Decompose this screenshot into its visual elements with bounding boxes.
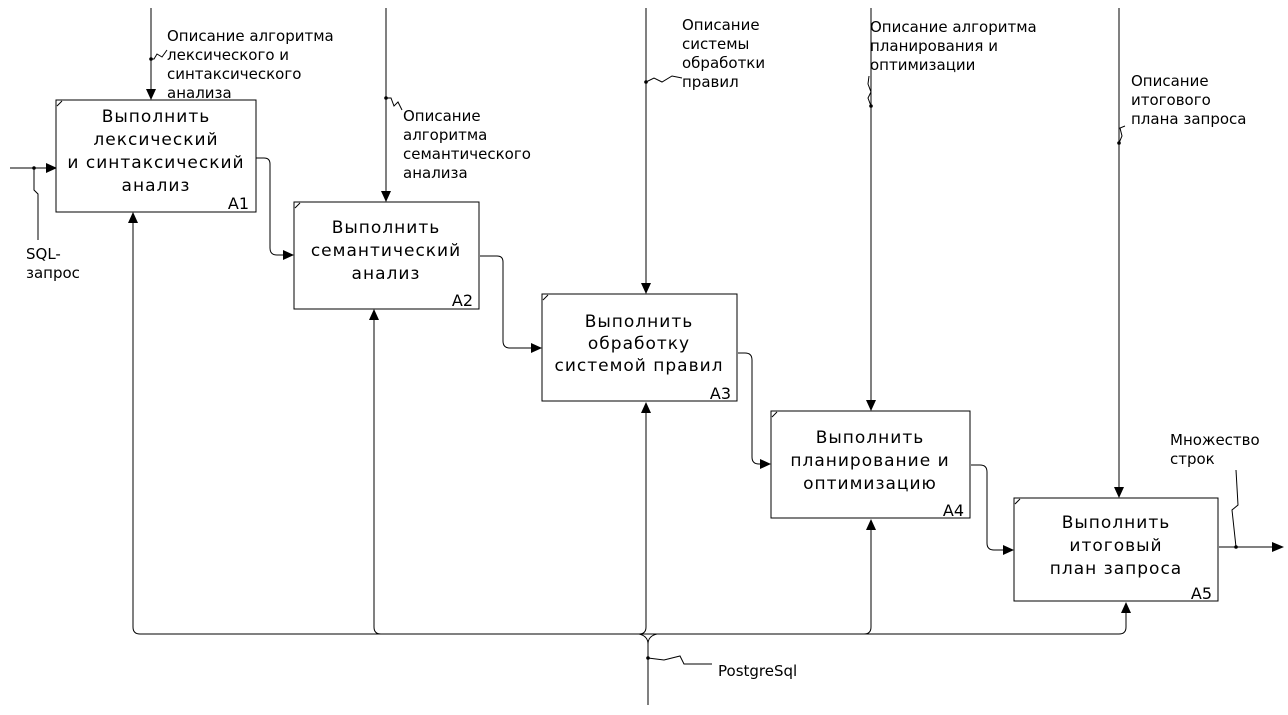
box-a2-line-1: Выполнить <box>332 218 441 238</box>
label-control-a2-line-1: Описание <box>403 107 481 125</box>
box-a5-line-2: итоговый <box>1069 536 1162 556</box>
svg-text:A5: A5 <box>1191 584 1212 603</box>
box-a4: Выполнить планирование и оптимизацию A4 <box>770 410 971 520</box>
mechanism-stem <box>638 633 649 705</box>
svg-text:обработку: обработку <box>588 334 690 354</box>
svg-text:оптимизацию: оптимизацию <box>803 474 937 494</box>
svg-text:A1: A1 <box>228 194 249 213</box>
svg-text:план запроса: план запроса <box>1050 559 1182 579</box>
mechanism-bus <box>132 220 1127 635</box>
box-a5: Выполнить итоговый план запроса A5 <box>1013 497 1219 603</box>
box-a4-line-2: планирование и <box>790 451 949 471</box>
label-control-a5: Описание итогового плана запроса <box>1131 72 1246 128</box>
box-a4-line-1: Выполнить <box>816 428 925 448</box>
label-control-a2-line-4: анализа <box>403 164 468 182</box>
svg-text:планирование и: планирование и <box>790 451 949 471</box>
box-a4-line-3: оптимизацию <box>803 474 937 494</box>
flow-a3-a4 <box>738 352 763 465</box>
box-a1-line-2: лексический <box>93 130 218 150</box>
label-control-a4-line-1: Описание алгоритма <box>870 18 1037 36</box>
label-control-a1-line-3: синтаксического <box>167 65 301 83</box>
svg-text:Выполнить: Выполнить <box>1062 513 1171 533</box>
svg-text:Выполнить: Выполнить <box>816 428 925 448</box>
box-a3-line-2: обработку <box>588 334 690 354</box>
label-control-a5-line-3: плана запроса <box>1131 110 1246 128</box>
svg-text:Выполнить: Выполнить <box>585 312 694 332</box>
flow-a1-a2 <box>256 157 286 256</box>
svg-text:Выполнить: Выполнить <box>102 107 211 127</box>
label-output-line-2: строк <box>1170 450 1215 468</box>
label-input-sql: SQL- запрос <box>26 245 80 282</box>
label-control-a3-line-3: обработки <box>682 54 765 72</box>
box-a1-id: A1 <box>228 194 249 213</box>
input-squiggle <box>33 168 39 240</box>
box-a2-line-3: анализ <box>352 264 421 284</box>
label-control-a4-line-3: оптимизации <box>870 56 975 74</box>
label-input-sql-line-1: SQL- <box>26 245 61 263</box>
flow-a2-a3 <box>480 255 534 349</box>
label-output-line-1: Множество <box>1170 431 1260 449</box>
label-control-a1-line-1: Описание алгоритма <box>167 27 334 45</box>
label-control-a2-line-2: алгоритма <box>403 126 487 144</box>
label-control-a3-line-1: Описание <box>682 16 760 34</box>
label-mechanism: PostgreSql <box>718 662 797 680</box>
box-a5-id: A5 <box>1191 584 1212 603</box>
box-a5-line-1: Выполнить <box>1062 513 1171 533</box>
box-a4-id: A4 <box>943 501 964 520</box>
label-control-a1-line-2: лексического и <box>167 46 289 64</box>
label-control-a2-line-3: семантического <box>403 145 531 163</box>
svg-text:A3: A3 <box>710 384 731 403</box>
box-a1-line-1: Выполнить <box>102 107 211 127</box>
label-mechanism-line-1: PostgreSql <box>718 662 797 680</box>
box-a2-id: A2 <box>452 291 473 310</box>
label-control-a2: Описание алгоритма семантического анализ… <box>403 107 531 182</box>
label-output: Множество строк <box>1170 431 1260 468</box>
label-control-a1: Описание алгоритма лексического и синтак… <box>167 27 334 102</box>
output-arrowhead <box>1272 542 1284 552</box>
svg-text:лексический: лексический <box>93 130 218 150</box>
label-input-sql-line-2: запрос <box>26 264 80 282</box>
svg-text:A4: A4 <box>943 501 964 520</box>
box-a5-line-3: план запроса <box>1050 559 1182 579</box>
label-control-a1-line-4: анализа <box>167 84 232 102</box>
flow-a4-a5 <box>971 464 1006 551</box>
svg-text:анализ: анализ <box>122 176 191 196</box>
box-a3: Выполнить обработку системой правил A3 <box>541 293 738 403</box>
input-arrowhead <box>46 163 57 173</box>
svg-text:итоговый: итоговый <box>1069 536 1162 556</box>
box-a1-line-3: и синтаксический <box>67 153 244 173</box>
box-a2: Выполнить семантический анализ A2 <box>293 201 480 310</box>
svg-text:Выполнить: Выполнить <box>332 218 441 238</box>
svg-text:семантический: семантический <box>311 241 461 261</box>
svg-text:анализ: анализ <box>352 264 421 284</box>
label-control-a4: Описание алгоритма планирования и оптими… <box>870 18 1037 74</box>
svg-text:A2: A2 <box>452 291 473 310</box>
label-control-a5-line-2: итогового <box>1131 91 1211 109</box>
box-a3-line-3: системой правил <box>554 356 723 376</box>
svg-text:и синтаксический: и синтаксический <box>67 153 244 173</box>
box-a1: Выполнить лексический и синтаксический а… <box>55 99 257 213</box>
label-control-a3: Описание системы обработки правил <box>682 16 765 91</box>
svg-text:системой правил: системой правил <box>554 356 723 376</box>
label-control-a5-line-1: Описание <box>1131 72 1209 90</box>
box-a1-line-4: анализ <box>122 176 191 196</box>
label-control-a3-line-2: системы <box>682 35 749 53</box>
label-control-a4-line-2: планирования и <box>870 37 998 55</box>
box-a2-line-2: семантический <box>311 241 461 261</box>
box-a3-id: A3 <box>710 384 731 403</box>
box-a3-line-1: Выполнить <box>585 312 694 332</box>
label-control-a3-line-4: правил <box>682 73 739 91</box>
